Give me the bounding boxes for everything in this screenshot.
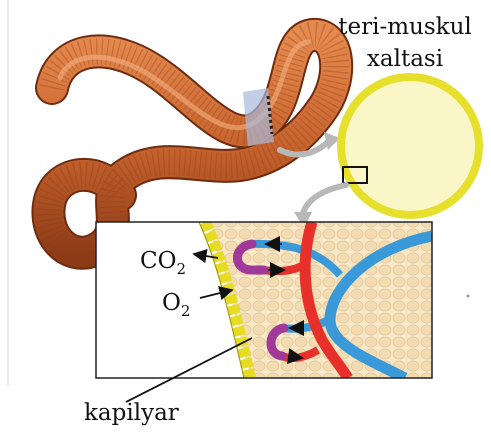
detail-box (96, 222, 432, 378)
earthworm (48, 35, 336, 253)
muscle-sac-label-line1: teri-muskul (338, 14, 472, 40)
cross-section-inner (345, 81, 475, 211)
muscle-sac-label-line2: xaltasi (367, 46, 443, 72)
capillary-label: kapilyar (84, 400, 179, 426)
speck (467, 295, 470, 298)
body-wall-cross-section (337, 73, 483, 219)
arrow-to-detail (302, 185, 346, 216)
